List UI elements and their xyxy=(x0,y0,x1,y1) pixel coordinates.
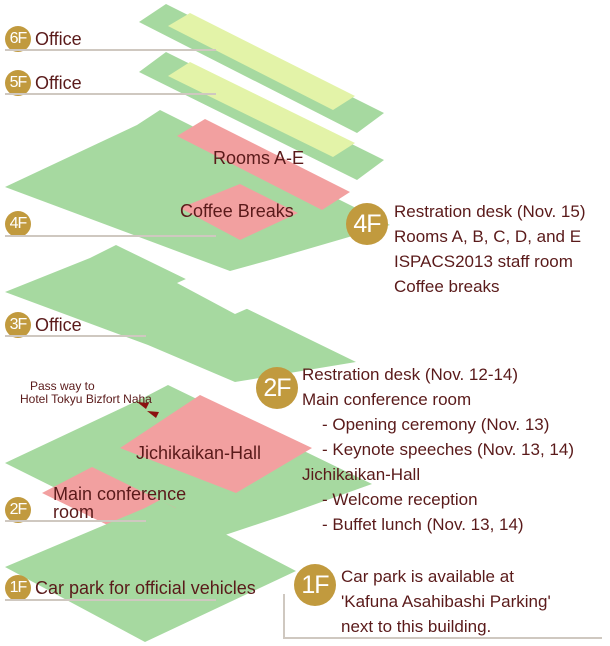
room-label-jichikaikan-hall: Jichikaikan-Hall xyxy=(136,443,262,463)
info-2f-line: Jichikaikan-Hall xyxy=(302,465,421,484)
floor-label-1f: Car park for official vehicles xyxy=(35,578,256,598)
floor-line-1f xyxy=(5,599,216,601)
info-badge-1f: 1F xyxy=(294,564,336,606)
floor-line-5f xyxy=(5,93,216,95)
room-label-main-conference: Main conference xyxy=(53,484,187,504)
info-badge-4f: 4F xyxy=(346,203,388,245)
floor-line-3f xyxy=(5,335,146,337)
info-1f-line: 'Kafuna Asahibashi Parking' xyxy=(341,592,551,611)
floor-3f-plate xyxy=(5,245,356,382)
floor-line-4f xyxy=(5,235,216,237)
info-2f-line: Main conference room xyxy=(302,390,472,409)
floor-badge-3f: 3F xyxy=(5,312,31,338)
info-1f-connector xyxy=(283,594,602,639)
room-label-rooms-ae: Rooms A-E xyxy=(213,148,305,168)
info-4f: Restration desk (Nov. 15) Rooms A, B, C,… xyxy=(394,199,585,299)
passway-arrow-icon xyxy=(137,402,149,409)
info-2f-line: - Keynote speeches (Nov. 13, 14) xyxy=(322,440,574,459)
floor-6f-plate xyxy=(139,4,384,133)
room-label-main-conference-room: room xyxy=(53,502,95,522)
info-1f-line: next to this building. xyxy=(341,617,492,636)
info-4f-line: Restration desk (Nov. 15) xyxy=(394,202,586,221)
jichikaikan-hall-area xyxy=(120,395,312,493)
info-2f-line: Restration desk (Nov. 12-14) xyxy=(302,365,519,384)
floor-line-6f xyxy=(5,49,216,51)
floor-badge-2f: 2F xyxy=(5,497,31,523)
info-1f: Car park is available at 'Kafuna Asahiba… xyxy=(341,564,551,639)
info-4f-line: Coffee breaks xyxy=(394,277,500,296)
info-2f-line: - Opening ceremony (Nov. 13) xyxy=(322,415,550,434)
info-2f-line: - Welcome reception xyxy=(322,490,478,509)
room-label-coffee-breaks: Coffee Breaks xyxy=(180,201,294,221)
passway-arrow-icon xyxy=(147,411,159,418)
passway-label-line2: Hotel Tokyu Bizfort Naha xyxy=(20,392,152,406)
floor-1f-plate xyxy=(5,500,296,642)
info-4f-line: ISPACS2013 staff room xyxy=(394,252,573,271)
floor-line-2f xyxy=(5,520,146,522)
floor-label-5f: Office xyxy=(35,73,82,93)
floor-label-3f: Office xyxy=(35,315,82,335)
info-2f-line: - Buffet lunch (Nov. 13, 14) xyxy=(322,515,524,534)
info-4f-line: Rooms A, B, C, D, and E xyxy=(394,227,582,246)
floor-badge-5f: 5F xyxy=(5,70,31,96)
rooms-ae-area xyxy=(177,119,350,210)
floor-label-6f: Office xyxy=(35,29,82,49)
floor-5f-plate xyxy=(139,52,384,180)
atrium-area xyxy=(177,266,276,314)
floor-badge-1f: 1F xyxy=(5,575,31,601)
passway-label-line1: Pass way to xyxy=(30,379,95,393)
floor-badge-6f: 6F xyxy=(5,26,31,52)
floor-4f-plate xyxy=(5,110,390,271)
info-2f: Restration desk (Nov. 12-14) Main confer… xyxy=(302,362,574,537)
info-1f-line: Car park is available at xyxy=(341,567,514,586)
info-badge-2f: 2F xyxy=(256,367,298,409)
floor-badge-4f: 4F xyxy=(5,211,31,237)
coffee-breaks-area xyxy=(180,184,298,240)
